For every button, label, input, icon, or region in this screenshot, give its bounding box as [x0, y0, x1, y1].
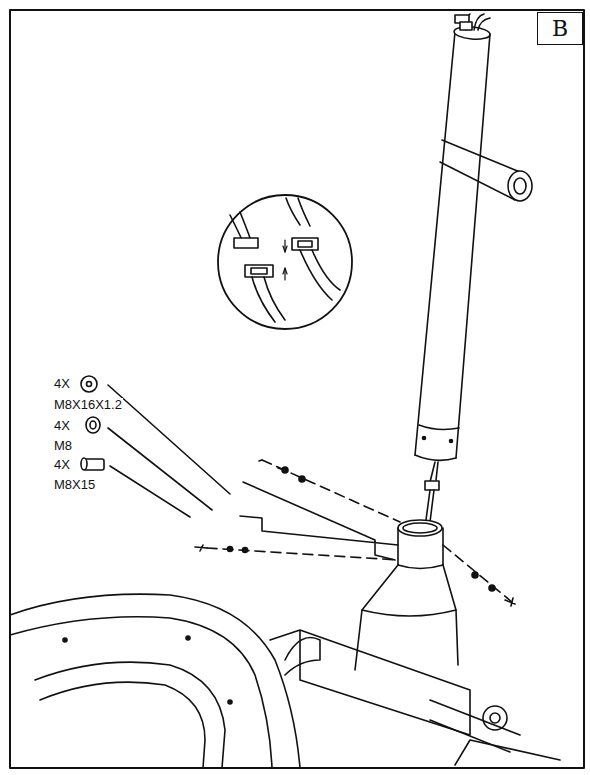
quantity: 4X [53, 377, 71, 390]
step-letter-box: B [537, 12, 583, 45]
part-size: M8X16X1.2 [53, 398, 123, 411]
part-size: M8 [53, 439, 73, 452]
step-letter: B [552, 18, 568, 40]
quantity: 4X [53, 458, 71, 471]
part-size: M8X15 [53, 478, 96, 491]
quantity: 4X [53, 419, 71, 432]
